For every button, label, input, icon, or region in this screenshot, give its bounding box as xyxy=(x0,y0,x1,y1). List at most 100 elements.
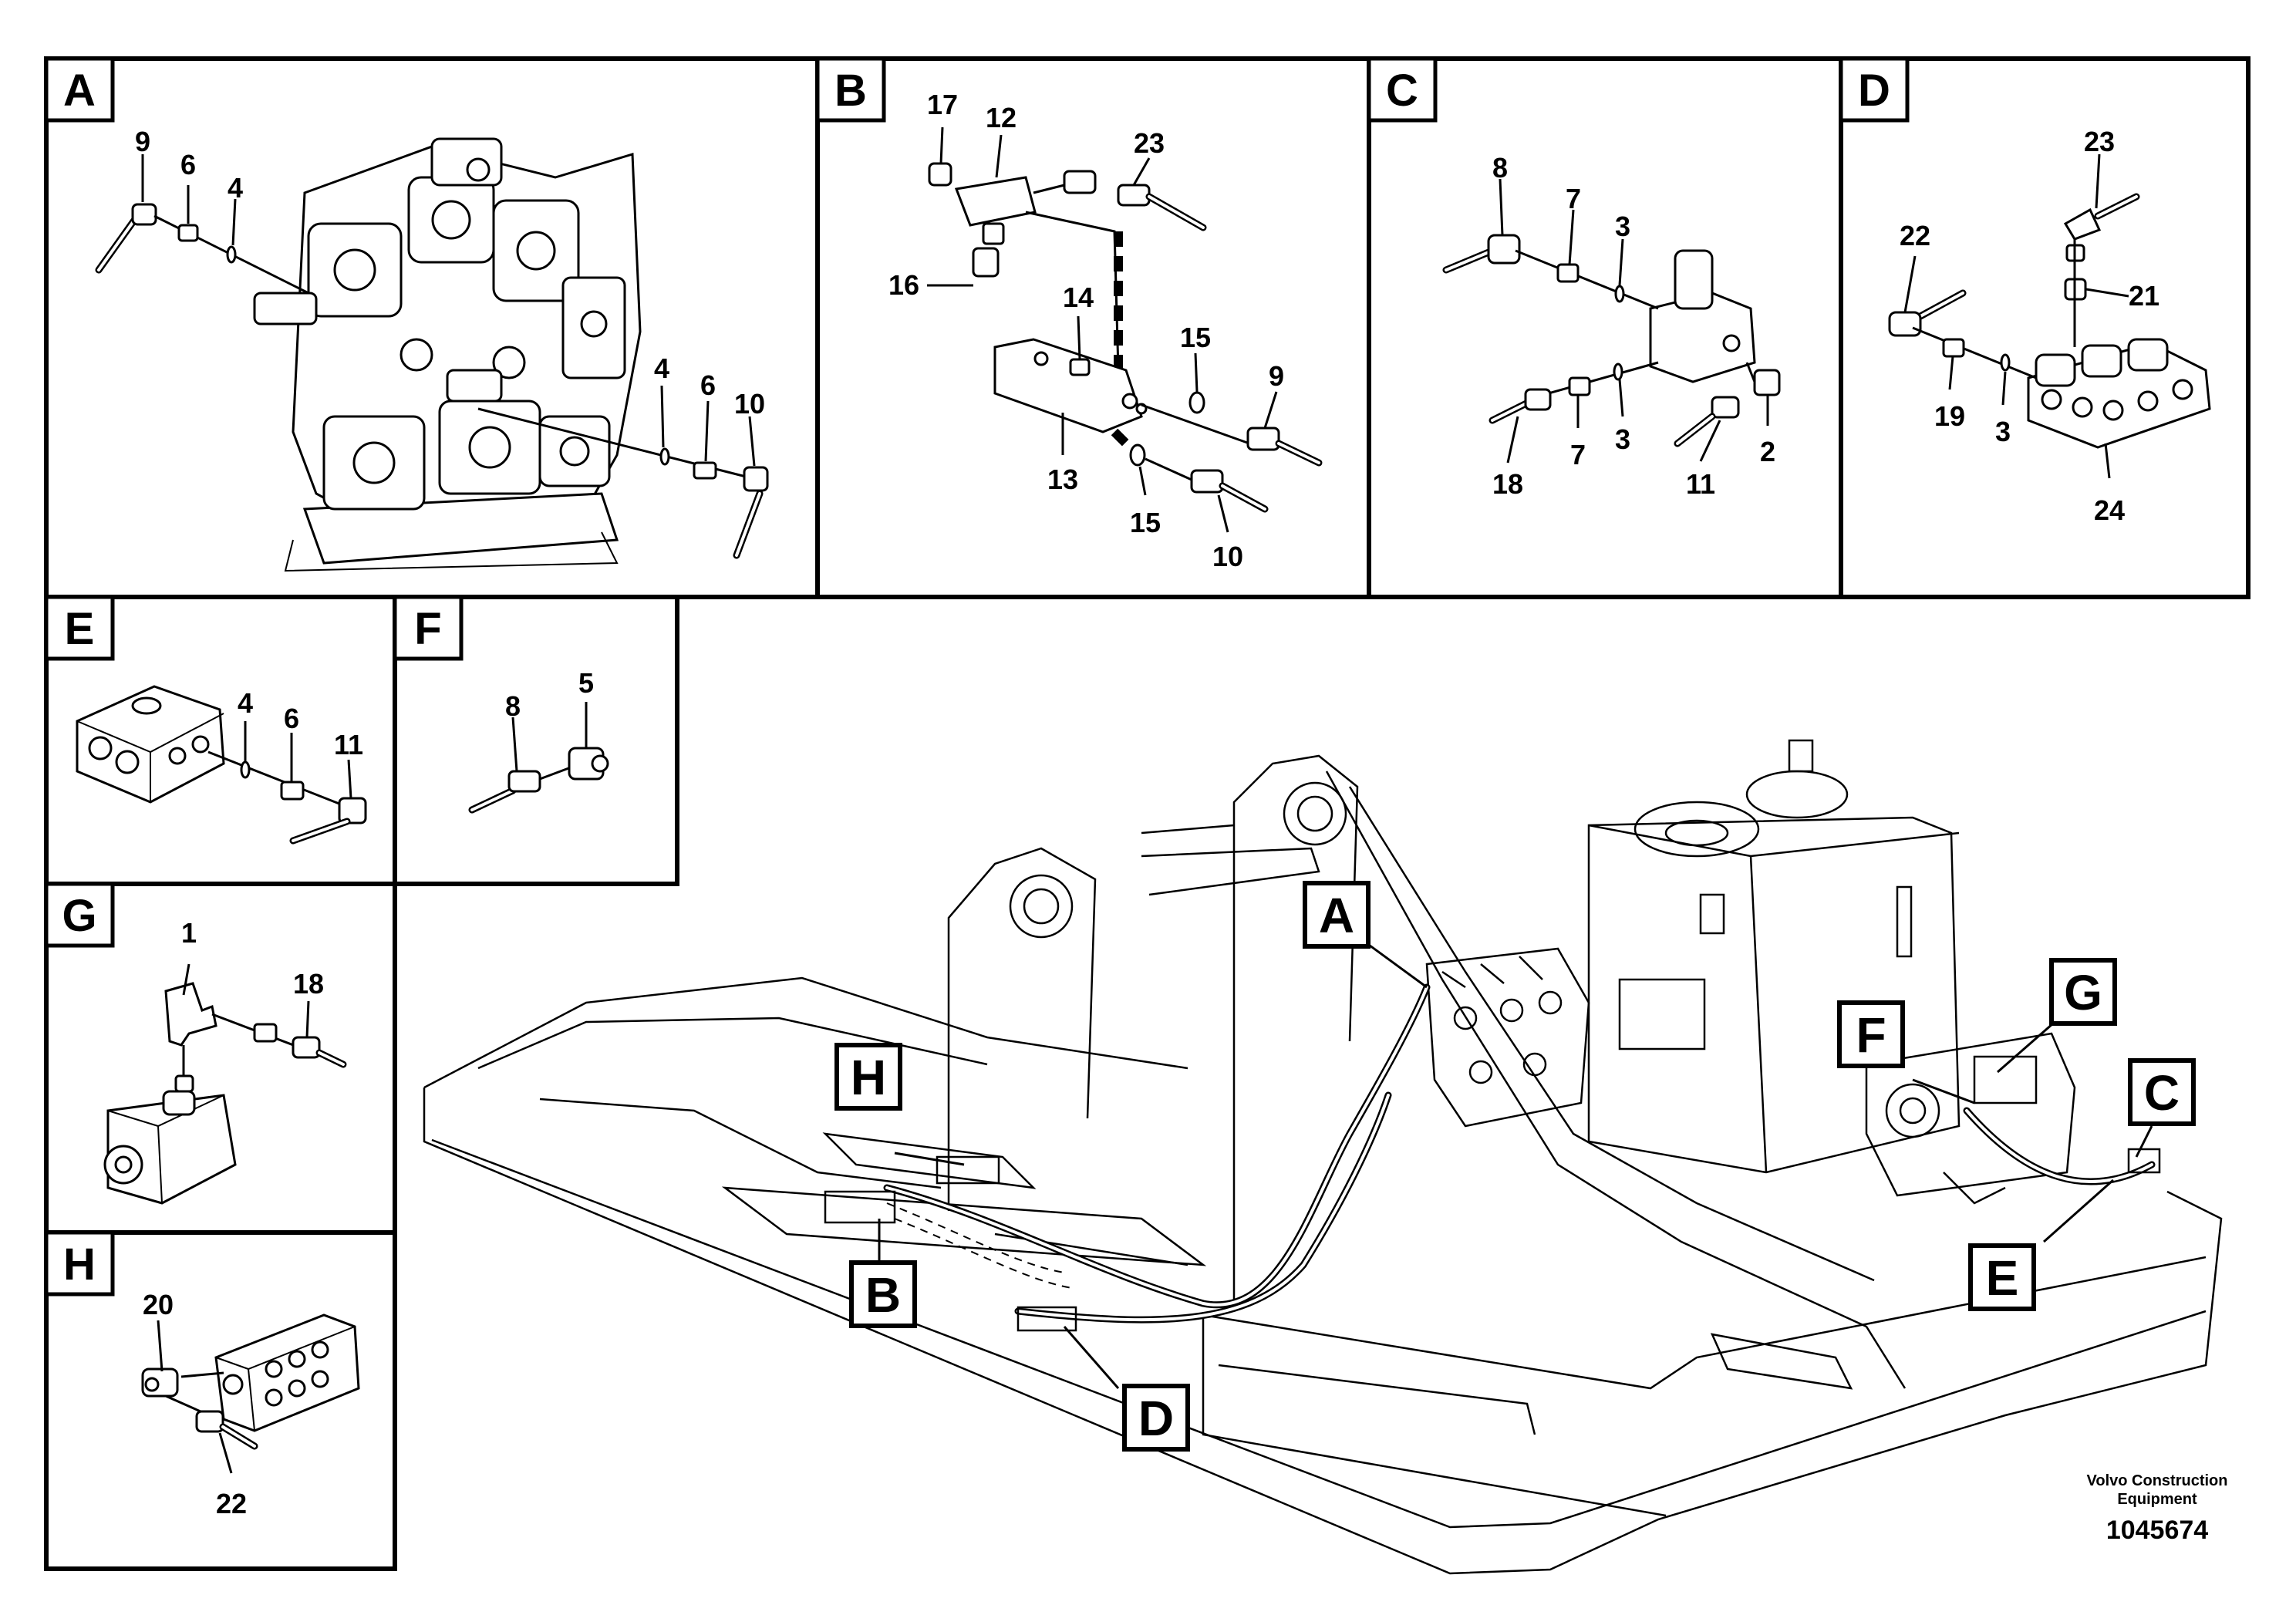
fitting-18-g xyxy=(292,1036,321,1059)
part-number: 7 xyxy=(1570,439,1586,470)
panel-d-drawing: 23 22 21 19 3 24 xyxy=(1888,126,2211,526)
bracket-13 xyxy=(993,338,1143,433)
adapter-7-lower xyxy=(1568,376,1591,396)
part-number: 21 xyxy=(2129,280,2159,312)
fitting-22-d xyxy=(1888,311,1922,337)
part-number: 11 xyxy=(1686,468,1715,500)
credit-line-2: Equipment xyxy=(2117,1491,2197,1508)
panel-e-letter: E xyxy=(65,604,95,654)
part-number: 15 xyxy=(1180,322,1211,353)
seal-3-d xyxy=(2000,353,2011,372)
part-number: 15 xyxy=(1130,507,1161,538)
part-number: 1 xyxy=(181,917,197,949)
part-number: 6 xyxy=(700,369,716,401)
part-number: 2 xyxy=(1760,436,1775,467)
callout-h: H xyxy=(851,1050,886,1105)
part-number: 9 xyxy=(135,126,150,157)
part-number: 8 xyxy=(1492,152,1508,184)
panel-letter-tabs: A B C D E F G H xyxy=(44,56,1910,1297)
panel-h-frame xyxy=(44,1230,397,1571)
seal-4-upper xyxy=(226,245,237,264)
part-number: 5 xyxy=(578,667,594,699)
panel-b-frame xyxy=(815,56,1371,599)
footer: Volvo Construction Equipment 1045674 xyxy=(2087,1472,2228,1545)
panel-h-letter: H xyxy=(63,1239,96,1290)
fitting-9 xyxy=(131,203,157,226)
panel-d-letter: D xyxy=(1858,66,1890,116)
panel-c-frame xyxy=(1367,56,1843,599)
part-number: 4 xyxy=(228,172,243,204)
callout-g: G xyxy=(2064,965,2102,1020)
part-number: 4 xyxy=(238,687,253,719)
panel-f-drawing: 8 5 xyxy=(468,667,609,814)
fitting-8-c xyxy=(1487,234,1521,265)
callout-b: B xyxy=(865,1267,901,1323)
part-number: 14 xyxy=(1063,282,1094,313)
part-number: 23 xyxy=(1134,127,1165,159)
panel-g-drawing: 1 18 xyxy=(103,917,347,1205)
part-number: 22 xyxy=(216,1488,247,1519)
tee-1 xyxy=(164,982,217,1047)
overview-callouts: A H B D F G C E xyxy=(834,881,2196,1452)
adapter-6-lower xyxy=(693,461,717,480)
part-number: 24 xyxy=(2094,494,2125,526)
solenoid-coil xyxy=(1674,249,1714,310)
elbow-2 xyxy=(1753,369,1781,396)
part-number: 7 xyxy=(1566,183,1581,214)
part-number: 3 xyxy=(1615,423,1630,455)
plug-17 xyxy=(928,162,952,187)
coupling-23 xyxy=(1117,184,1151,207)
panel-b-drawing: 17 12 23 16 14 15 9 13 15 10 xyxy=(888,89,1323,572)
fitting-11-c xyxy=(1711,396,1740,419)
manifold-h xyxy=(214,1313,360,1432)
part-number: 20 xyxy=(143,1289,174,1320)
part-number: 12 xyxy=(986,102,1017,133)
document-number: 1045674 xyxy=(2106,1516,2208,1545)
washer-15-upper xyxy=(1188,391,1205,414)
adapter-6-upper xyxy=(177,224,199,242)
seal-3-lower xyxy=(1613,363,1623,381)
callout-e: E xyxy=(1986,1250,2019,1306)
panel-d-frame xyxy=(1839,56,2250,599)
adapter-7-upper xyxy=(1556,263,1580,283)
part-number: 10 xyxy=(1212,541,1243,572)
fitting-9-b xyxy=(1246,427,1280,451)
panel-g-letter: G xyxy=(62,891,96,941)
seal-4-lower xyxy=(659,447,670,466)
part-number: 19 xyxy=(1934,400,1965,432)
panel-b-letter: B xyxy=(834,66,867,116)
panel-c-letter: C xyxy=(1386,66,1418,116)
fitting-10 xyxy=(743,466,769,492)
elbow-d-23 xyxy=(2063,207,2102,241)
part-number: 13 xyxy=(1047,464,1078,495)
part-number: 16 xyxy=(888,269,919,301)
part-number: 17 xyxy=(927,89,958,120)
part-number: 6 xyxy=(180,149,196,180)
panel-e-drawing: 4 6 11 xyxy=(76,685,367,845)
overview-hose-2 xyxy=(1014,1091,1392,1324)
washer-15-lower xyxy=(1129,443,1146,467)
panel-a-drawing: 9 6 4 4 6 10 xyxy=(95,126,769,572)
part-number: 6 xyxy=(284,703,299,734)
part-number: 23 xyxy=(2084,126,2115,157)
elbow-16 xyxy=(972,247,1000,278)
fitting-10-b xyxy=(1190,469,1224,494)
fitting-22-h xyxy=(195,1410,224,1433)
bolt-14 xyxy=(1069,358,1091,376)
panel-c-drawing: 8 7 3 18 7 3 11 2 xyxy=(1442,152,1781,500)
part-number: 3 xyxy=(1995,416,2011,447)
part-number: 3 xyxy=(1615,211,1630,242)
part-number: 10 xyxy=(734,388,765,420)
overview-hose-3 xyxy=(1963,1107,2156,1185)
panel-a-letter: A xyxy=(63,66,96,116)
frame-overview-drawing xyxy=(423,739,2223,1575)
adapter-6-e xyxy=(280,781,305,801)
part-number: 18 xyxy=(1492,468,1523,500)
panel-h-drawing: 20 22 xyxy=(141,1289,360,1519)
seal-3-upper xyxy=(1614,285,1625,303)
callout-c: C xyxy=(2144,1065,2180,1121)
elbow-11-e xyxy=(338,797,367,824)
credit-line-1: Volvo Construction xyxy=(2087,1472,2228,1489)
panel-f-frame xyxy=(393,595,679,886)
